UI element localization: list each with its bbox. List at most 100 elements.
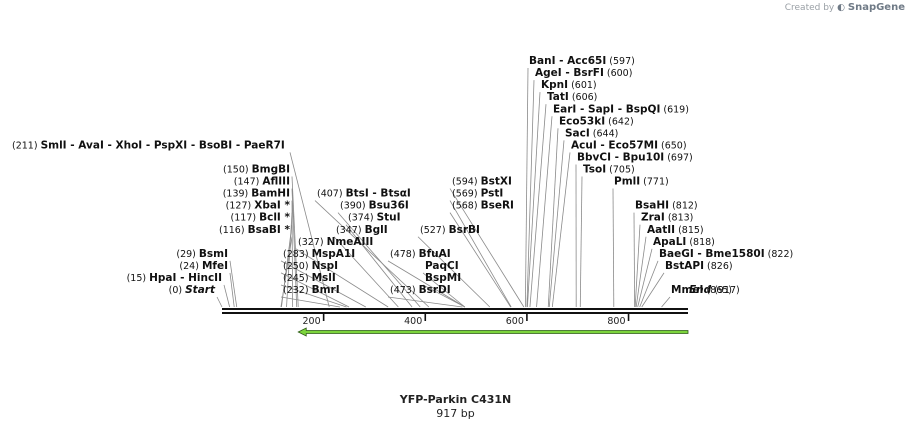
site-line-nmeaiii xyxy=(295,248,389,308)
site-line-stui xyxy=(345,224,413,308)
site-label-eco53ki: Eco53kI (642) xyxy=(559,115,634,127)
site-line-afliii xyxy=(291,188,298,308)
site-line-bseri xyxy=(449,212,511,308)
site-line-bamhi xyxy=(291,200,294,308)
site-line-bsrdi xyxy=(387,296,463,308)
site-label-msli: (245) MslI xyxy=(283,272,336,284)
axis-tick-label-600: 600 xyxy=(506,316,524,327)
site-label-psti: (569) PstI xyxy=(452,188,503,200)
site-line-tsoi xyxy=(579,176,583,308)
site-line-baegi xyxy=(639,260,659,308)
site-line-kpni xyxy=(527,92,541,308)
position-axis: 200 400 600 800 xyxy=(302,314,630,327)
site-label-btsi: (407) BtsI - BtsαI xyxy=(317,188,411,200)
site-label-bsrdi: (473) BsrDI xyxy=(390,284,451,296)
site-line-nspi xyxy=(280,272,350,308)
plasmid-length: 917 bp xyxy=(436,407,475,420)
site-line-msli xyxy=(280,284,347,308)
site-line-zrai xyxy=(634,224,641,308)
site-label-saci: SacI (644) xyxy=(565,127,618,139)
site-connector-lines xyxy=(216,68,671,308)
site-line-mmei xyxy=(661,296,671,308)
site-label-bgli: (347) BglI xyxy=(336,224,388,236)
site-line-eari xyxy=(536,116,553,308)
site-label-eari: EarI - SapI - BspQI (619) xyxy=(553,103,689,115)
site-label-acui: AcuI - Eco57MI (650) xyxy=(571,139,687,151)
site-line-apali xyxy=(637,248,653,308)
site-label-bseri: (568) BseRI xyxy=(452,200,514,212)
site-line-btsi xyxy=(314,200,430,308)
site-label-bspmi: BspMI xyxy=(425,272,461,284)
site-line-aatii xyxy=(635,236,647,308)
site-label-pmli: PmlI (771) xyxy=(614,176,669,188)
site-label-agei: AgeI - BsrFI (600) xyxy=(535,67,632,79)
axis-tick-label-200: 200 xyxy=(302,316,320,327)
site-line-bstxi xyxy=(449,188,525,308)
site-line-smli xyxy=(289,152,330,308)
site-label-bsahi: BsaHI (812) xyxy=(635,200,698,212)
feature-arrow xyxy=(297,327,689,337)
site-line-psti xyxy=(449,200,512,308)
plasmid-name: YFP-Parkin C431N xyxy=(399,393,512,406)
start-label: (0) Start xyxy=(169,284,216,296)
site-line-agei xyxy=(526,80,535,308)
site-label-bfuai: (478) BfuAI xyxy=(390,248,451,260)
site-line-pmli xyxy=(612,188,615,308)
site-line-acui xyxy=(551,152,571,308)
site-line-hpai xyxy=(223,284,231,308)
site-label-bmri: (232) BmrI xyxy=(283,284,340,296)
site-label-bmgbi: (150) BmgBI xyxy=(223,164,290,176)
site-label-mfei: (24) MfeI xyxy=(179,260,228,272)
site-label-hpai: (15) HpaI - HincII xyxy=(127,272,222,284)
site-line-bsahi xyxy=(633,212,636,308)
site-label-bstxi: (594) BstXI xyxy=(452,176,512,188)
site-line-bani xyxy=(524,68,529,308)
site-line-bsmi xyxy=(229,260,238,308)
site-line-xbai xyxy=(286,212,293,308)
site-line-bfuai xyxy=(387,260,466,308)
axis-tick-label-800: 800 xyxy=(607,316,625,327)
end-label: End (917) xyxy=(689,284,740,296)
site-label-mmei: MmeI (865) xyxy=(671,284,732,296)
site-label-afliii: (147) AflIII xyxy=(234,176,290,188)
site-label-aatii: AatII (815) xyxy=(647,224,704,236)
axis-tick-label-400: 400 xyxy=(404,316,422,327)
watermark-prefix: Created by xyxy=(784,3,835,13)
site-line-paqci xyxy=(422,272,466,308)
site-line-bsu36i xyxy=(337,212,421,308)
site-line-bspmi xyxy=(422,284,466,308)
site-label-bsmi: (29) BsmI xyxy=(176,248,228,260)
site-line-saci xyxy=(548,140,565,308)
site-label-stui: (374) StuI xyxy=(348,212,401,224)
site-label-baegi: BaeGI - Bme1580I (822) xyxy=(659,248,793,260)
site-label-apali: ApaLI (818) xyxy=(653,236,715,248)
site-line-bmgbi xyxy=(291,176,299,308)
site-line-mspa1i xyxy=(280,260,367,308)
site-line-bstapi xyxy=(641,272,665,308)
site-line-bsrbi xyxy=(417,236,491,308)
site-label-nmeaiii: (327) NmeAIII xyxy=(298,236,373,248)
site-label-kpni: KpnI (601) xyxy=(541,79,597,91)
site-label-bstapi: BstAPI (826) xyxy=(665,260,733,272)
site-label-bsu36i: (390) Bsu36I xyxy=(340,200,409,212)
start-line xyxy=(216,296,223,308)
feature-arrow-shape xyxy=(297,327,689,337)
site-label-zrai: ZraI (813) xyxy=(641,212,693,224)
snapgene-logo-icon: ◐ xyxy=(837,3,845,13)
site-label-mspa1i: (283) MspA1I xyxy=(283,248,355,260)
site-label-bani: BanI - Acc65I (597) xyxy=(529,55,635,67)
site-label-smli: (211) SmlI - AvaI - XhoI - PspXI - BsoBI… xyxy=(12,139,285,151)
sequence-backbone xyxy=(222,308,688,314)
site-label-tati: TatI (606) xyxy=(547,91,597,103)
site-label-bsabi: (116) BsaBI * xyxy=(219,224,290,236)
site-line-bmri xyxy=(280,296,340,308)
site-label-bcli: (117) BclI * xyxy=(231,212,291,224)
site-label-bsrbi: (527) BsrBI xyxy=(420,224,480,236)
site-line-bgli xyxy=(333,236,399,308)
site-line-mfei xyxy=(229,272,235,308)
site-label-bamhi: (139) BamHI xyxy=(223,188,290,200)
watermark-brand: SnapGene xyxy=(847,2,905,13)
snapgene-watermark: Created by ◐ SnapGene xyxy=(785,2,905,13)
site-label-bbvci: BbvCI - Bpu10I (697) xyxy=(577,151,693,163)
